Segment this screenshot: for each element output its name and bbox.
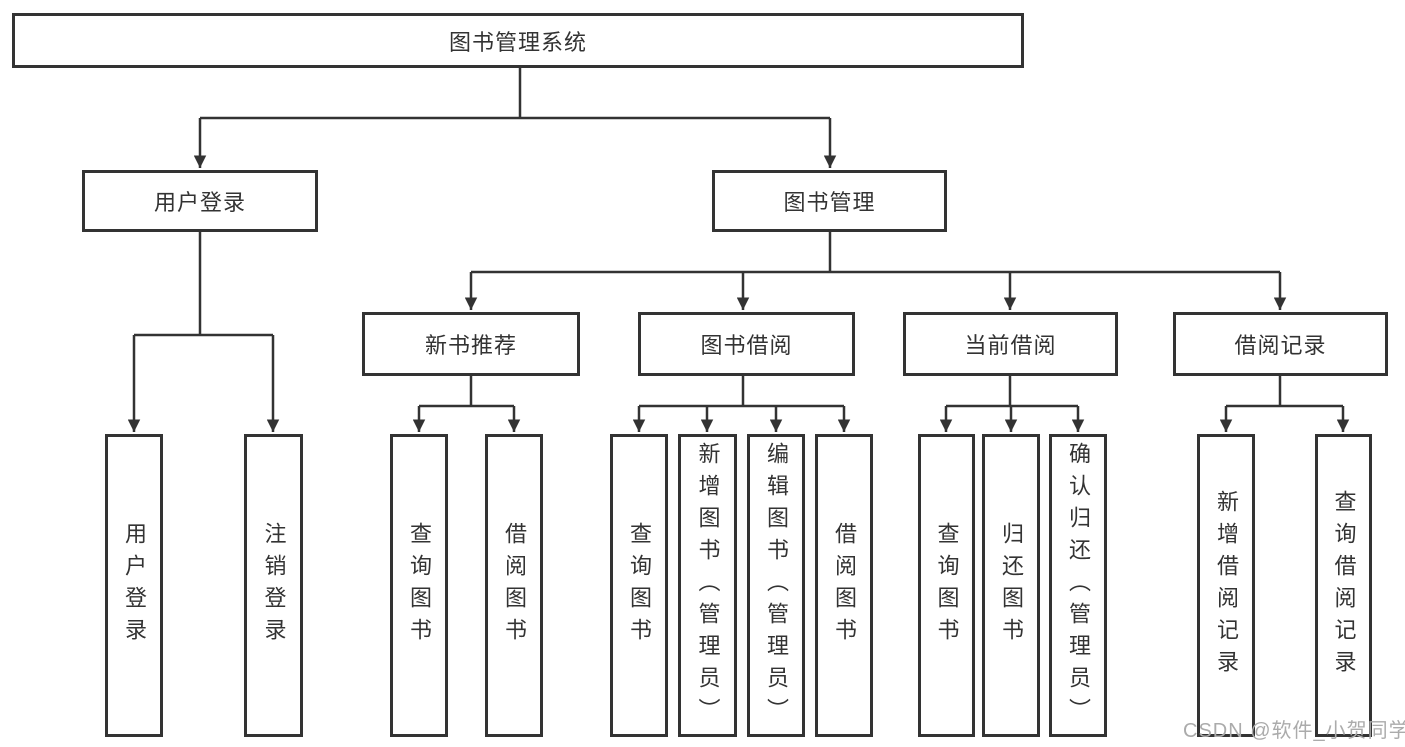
node-leaf-confirm-return-admin-label: 确认归还（管理员） — [1066, 441, 1091, 730]
node-current-borrow: 当前借阅 — [903, 312, 1118, 376]
node-leaf-user-login: 用户登录 — [105, 434, 163, 737]
node-leaf-borrow-books-2-label: 借阅图书 — [832, 521, 857, 650]
node-new-book-recommend-label: 新书推荐 — [424, 333, 517, 358]
node-book-management-label: 图书管理 — [783, 190, 876, 215]
node-leaf-edit-books-admin: 编辑图书（管理员） — [747, 434, 805, 737]
node-leaf-query-borrow-record-label: 查询借阅记录 — [1331, 489, 1357, 682]
csdn-watermark: CSDN @软件_小贺同学 — [1183, 720, 1405, 742]
node-leaf-add-borrow-record: 新增借阅记录 — [1197, 434, 1255, 737]
node-leaf-borrow-books-1-label: 借阅图书 — [502, 521, 527, 650]
node-leaf-add-books-admin-label: 新增图书（管理员） — [695, 441, 721, 730]
node-leaf-query-books-2: 查询图书 — [610, 434, 668, 737]
node-leaf-query-books-1: 查询图书 — [390, 434, 448, 737]
node-leaf-query-books-1-label: 查询图书 — [407, 521, 432, 650]
node-leaf-return-books: 归还图书 — [982, 434, 1040, 737]
node-book-borrow: 图书借阅 — [638, 312, 855, 376]
node-leaf-confirm-return-admin: 确认归还（管理员） — [1049, 434, 1107, 737]
node-current-borrow-label: 当前借阅 — [964, 333, 1057, 358]
node-root-label: 图书管理系统 — [448, 29, 587, 55]
node-leaf-edit-books-admin-label: 编辑图书（管理员） — [764, 441, 789, 730]
node-leaf-user-login-label: 用户登录 — [122, 521, 147, 650]
node-leaf-logout-label: 注销登录 — [261, 521, 287, 650]
node-root: 图书管理系统 — [12, 13, 1024, 68]
node-leaf-query-books-2-label: 查询图书 — [627, 521, 652, 650]
node-new-book-recommend: 新书推荐 — [362, 312, 580, 376]
node-leaf-query-books-3-label: 查询图书 — [934, 521, 960, 650]
node-leaf-return-books-label: 归还图书 — [999, 521, 1024, 650]
node-leaf-add-borrow-record-label: 新增借阅记录 — [1214, 489, 1239, 682]
node-borrow-records-label: 借阅记录 — [1234, 333, 1327, 358]
node-book-management: 图书管理 — [712, 170, 947, 232]
node-leaf-borrow-books-1: 借阅图书 — [485, 434, 543, 737]
node-leaf-logout: 注销登录 — [244, 434, 303, 737]
node-borrow-records: 借阅记录 — [1173, 312, 1388, 376]
node-book-borrow-label: 图书借阅 — [700, 333, 793, 358]
node-leaf-query-borrow-record: 查询借阅记录 — [1315, 434, 1372, 737]
node-user-login: 用户登录 — [82, 170, 318, 232]
node-leaf-add-books-admin: 新增图书（管理员） — [678, 434, 737, 737]
node-leaf-query-books-3: 查询图书 — [918, 434, 975, 737]
node-leaf-borrow-books-2: 借阅图书 — [815, 434, 873, 737]
node-user-login-label: 用户登录 — [153, 190, 246, 215]
